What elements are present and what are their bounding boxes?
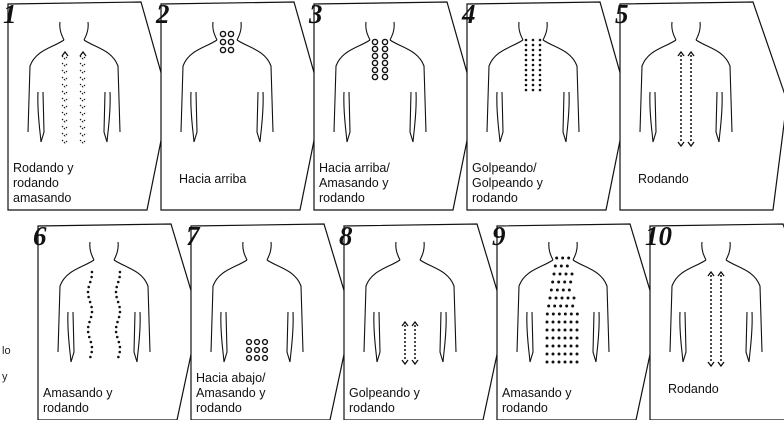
step-label-6: Amasando y rodando	[43, 386, 112, 416]
step-number-2: 2	[156, 1, 170, 28]
step-number-10: 10	[645, 223, 672, 250]
step-number-1: 1	[3, 1, 17, 28]
step-label-9: Amasando y rodando	[502, 386, 571, 416]
step-label-1: Rodando y rodando amasando	[13, 161, 73, 206]
step-number-6: 6	[33, 223, 47, 250]
step-label-5: Rodando	[638, 172, 689, 187]
step-number-4: 4	[462, 1, 476, 28]
step-label-7: Hacia abajo/ Amasando y rodando	[196, 371, 266, 416]
step-number-3: 3	[309, 1, 323, 28]
step-label-3: Hacia arriba/ Amasando y rodando	[319, 161, 390, 206]
step-number-8: 8	[339, 223, 353, 250]
step-label-8: Golpeando y rodando	[349, 386, 420, 416]
step-label-2: Hacia arriba	[179, 172, 246, 187]
step-number-9: 9	[492, 223, 506, 250]
step-number-5: 5	[615, 1, 629, 28]
step-label-4: Golpeando/ Golpeando y rodando	[472, 161, 543, 206]
step-number-7: 7	[186, 223, 200, 250]
edge-text-2: y	[2, 371, 8, 383]
edge-text-1: lo	[2, 345, 11, 357]
step-label-10: Rodando	[668, 382, 719, 397]
